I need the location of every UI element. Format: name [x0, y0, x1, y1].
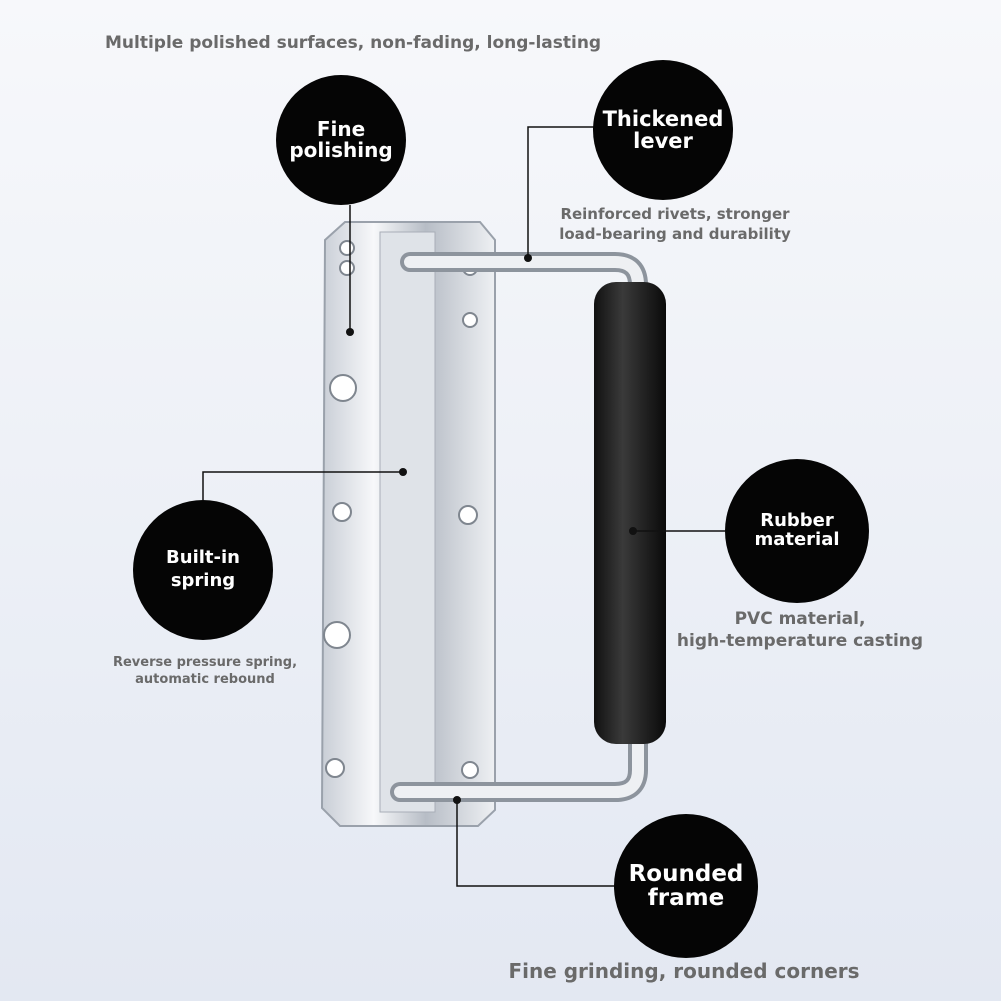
feature-label: polishing: [289, 138, 393, 162]
feature-label: Fine: [316, 117, 366, 141]
feature-label: spring: [170, 570, 236, 591]
caption-rubber-material: PVC material,high-temperature casting: [665, 608, 935, 652]
caption-line: load-bearing and durability: [559, 224, 791, 243]
headline: Multiple polished surfaces, non-fading, …: [105, 33, 602, 53]
callout-dots: [346, 254, 637, 804]
caption-line: automatic rebound: [135, 671, 275, 687]
feature-label: Thickened: [602, 106, 724, 131]
feature-label: Rubber: [760, 510, 834, 532]
caption-line: high-temperature casting: [676, 631, 924, 652]
caption-rounded-frame: Fine grinding, rounded corners: [508, 959, 860, 983]
feature-label: Built-in: [166, 547, 240, 569]
callout-lines: [202, 126, 725, 887]
caption-line: Reverse pressure spring,: [112, 655, 298, 670]
feature-label: material: [754, 529, 840, 550]
caption-line: Reinforced rivets, stronger: [560, 205, 790, 223]
rubber-grip: [594, 282, 666, 744]
feature-label: lever: [633, 129, 693, 153]
feature-label: frame: [647, 885, 725, 911]
handle-back-plate: [320, 221, 496, 827]
feature-label: Rounded: [628, 860, 744, 887]
caption-line: PVC material,: [734, 609, 866, 629]
caption-built-in-spring: Reverse pressure spring,automatic reboun…: [95, 655, 315, 689]
